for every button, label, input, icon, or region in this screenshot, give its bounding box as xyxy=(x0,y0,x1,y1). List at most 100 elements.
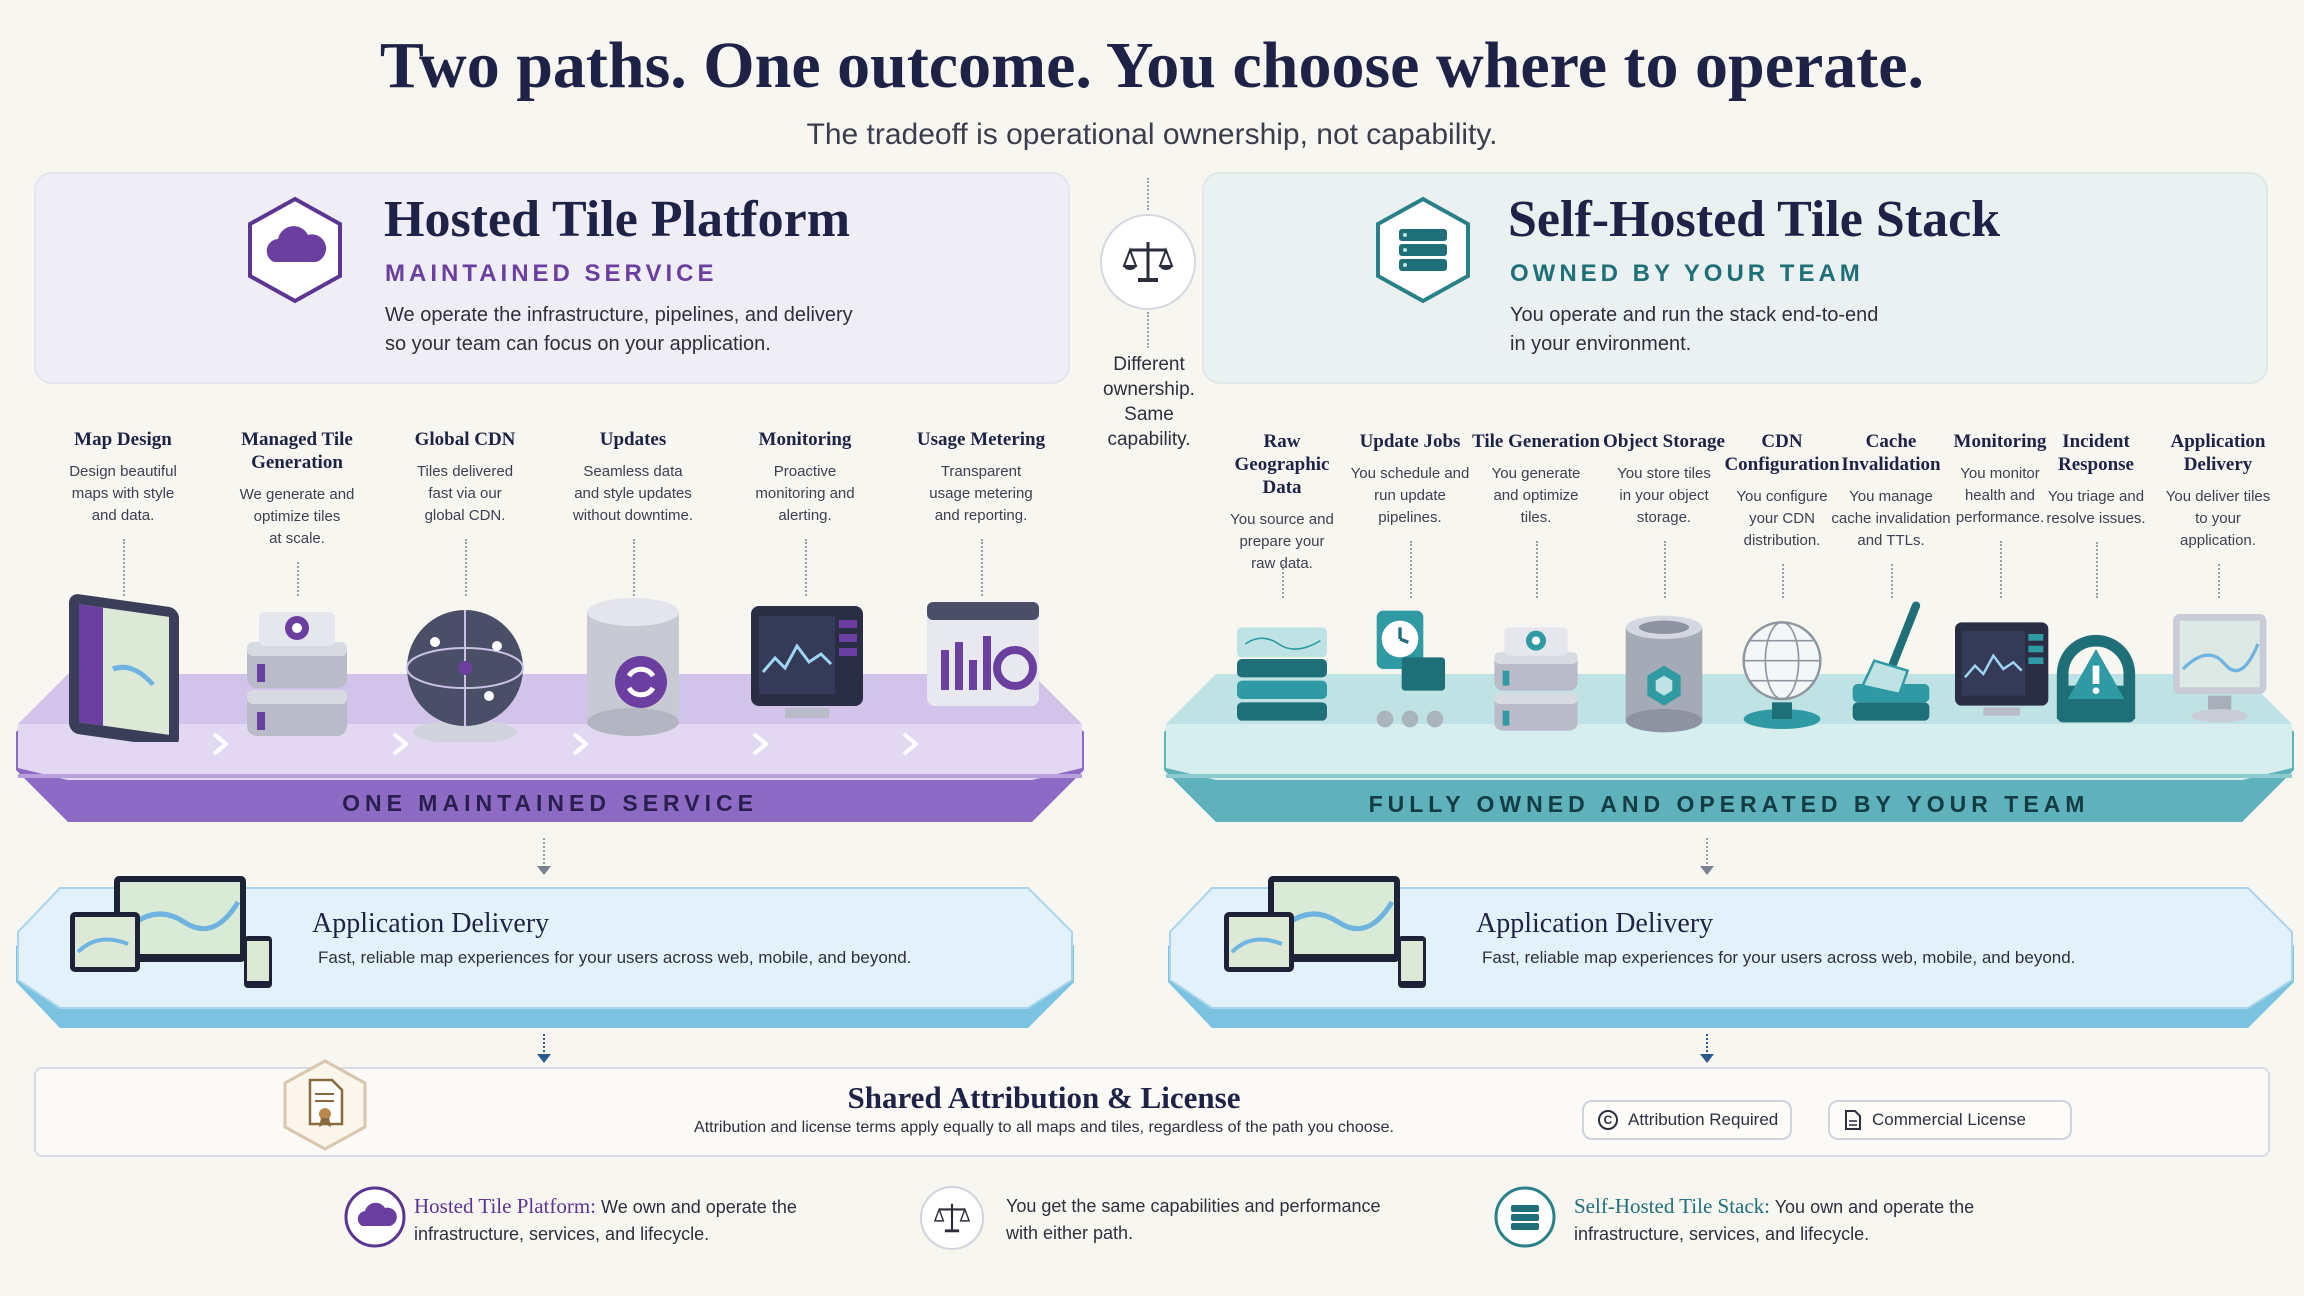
step-title: Usage Metering xyxy=(901,428,1061,451)
monitor-map-icon xyxy=(2173,613,2267,723)
scale-icon xyxy=(920,1186,984,1250)
step-description-line: fast via our xyxy=(428,485,502,502)
divider-caption-line: ownership. xyxy=(1103,379,1195,400)
step-description-line: performance. xyxy=(1955,509,2045,526)
step-connector xyxy=(123,539,125,596)
step-connector xyxy=(1782,564,1784,598)
hosted-description: We operate the infrastructure, pipelines… xyxy=(385,301,853,359)
step-title-line: Application xyxy=(2170,431,2266,452)
step-connector xyxy=(1891,564,1893,598)
layers-icon xyxy=(1237,627,1327,721)
step-description-line: Proactive xyxy=(773,463,837,480)
step-description-line: You store tiles xyxy=(1617,465,1711,482)
step-description-line: global CDN. xyxy=(424,507,506,524)
hosted-title: Hosted Tile Platform xyxy=(384,191,851,248)
step-connector xyxy=(2000,541,2002,598)
step-title-line: Data xyxy=(1262,477,1302,498)
step-description-line: You source and xyxy=(1230,511,1334,528)
footer-self-hosted-text: You own and operate the xyxy=(1770,1197,1975,1217)
step-description-line: in your object xyxy=(1619,487,1709,504)
step-description-line: and optimize xyxy=(1493,487,1579,504)
step-title-line: Raw Geographic xyxy=(1234,431,1330,475)
self-hosted-subtitle: OWNED BY YOUR TEAM xyxy=(1510,260,1864,287)
monitor-chart-icon xyxy=(751,606,863,718)
step-description-line: run update xyxy=(1374,487,1446,504)
step-description: You generate and optimize tiles. xyxy=(1472,463,1600,529)
server-gear-icon xyxy=(247,612,347,736)
step-title-line: Updates xyxy=(599,429,667,450)
shared-desc: Attribution and license terms apply equa… xyxy=(694,1119,1394,1136)
copyright-icon: C xyxy=(1598,1110,1618,1130)
step-description-line: storage. xyxy=(1636,509,1692,526)
step-description-line: We generate and xyxy=(239,486,355,503)
step-connector xyxy=(465,539,467,596)
divider-caption: Different ownership. Same capability. xyxy=(1082,352,1216,452)
self-hosted-title: Self-Hosted Tile Stack xyxy=(1508,191,2001,248)
self-hosted-desc-line: You operate and run the stack end-to-end xyxy=(1510,304,1879,326)
step-title-line: Global CDN xyxy=(414,429,516,450)
shared-title: Shared Attribution & License xyxy=(847,1080,1241,1115)
step-title-line: Update Jobs xyxy=(1359,431,1461,452)
attribution-required-label: Attribution Required xyxy=(1628,1110,1779,1129)
step-description-line: to your xyxy=(2195,510,2241,527)
step-description-line: your CDN xyxy=(1749,510,1815,527)
step-description-line: and reporting. xyxy=(934,507,1028,524)
step-description-line: health and xyxy=(1964,487,2036,504)
hosted-app-delivery-title: Application Delivery xyxy=(312,908,550,939)
document-icon xyxy=(1845,1110,1861,1130)
footer-hosted-summary: Hosted Tile Platform: We own and operate… xyxy=(414,1193,797,1248)
step-description-line: and data. xyxy=(91,507,155,524)
step-title-line: Monitoring xyxy=(1953,431,2047,452)
step-connector xyxy=(1536,541,1538,598)
storage-cylinder-icon xyxy=(1625,615,1703,733)
step-description-line: usage metering xyxy=(929,485,1033,502)
step-connector xyxy=(1664,541,1666,598)
self-hosted-description: You operate and run the stack end-to-end… xyxy=(1510,301,1878,359)
globe-icon xyxy=(406,610,524,742)
devices-map-icon xyxy=(1224,876,1426,988)
hosted-band-label: ONE MAINTAINED SERVICE xyxy=(342,790,758,816)
hosted-shared-connector xyxy=(543,1034,545,1056)
cloud-icon xyxy=(344,1186,406,1248)
self-hosted-stack-panel xyxy=(1202,172,2268,384)
commercial-license-badge: Commercial License xyxy=(1828,1100,2072,1140)
step-connector xyxy=(981,539,983,596)
footer-hosted-lead: Hosted Tile Platform: xyxy=(414,1194,597,1218)
footer-self-hosted-summary: Self-Hosted Tile Stack: You own and oper… xyxy=(1574,1193,1974,1248)
step-description-line: You triage and xyxy=(2047,488,2145,505)
step-description-line: You monitor xyxy=(1960,465,2040,482)
step-description-line: at scale. xyxy=(269,530,325,547)
step-description-line: You deliver tiles xyxy=(2165,488,2271,505)
self-hosted-band-label: FULLY OWNED AND OPERATED BY YOUR TEAM xyxy=(1368,791,2090,817)
broom-icon xyxy=(1852,601,1930,721)
server-gear-icon xyxy=(1494,627,1578,731)
divider-caption-line: Different xyxy=(1113,354,1185,375)
hosted-app-delivery-band xyxy=(16,887,1074,1028)
step-description-line: application. xyxy=(2180,532,2256,549)
step-description-line: tiles. xyxy=(1520,509,1552,526)
step-title: Update Jobs xyxy=(1346,430,1474,453)
step-description-line: You generate xyxy=(1491,465,1581,482)
self-hosted-shared-connector xyxy=(1706,1034,1708,1056)
